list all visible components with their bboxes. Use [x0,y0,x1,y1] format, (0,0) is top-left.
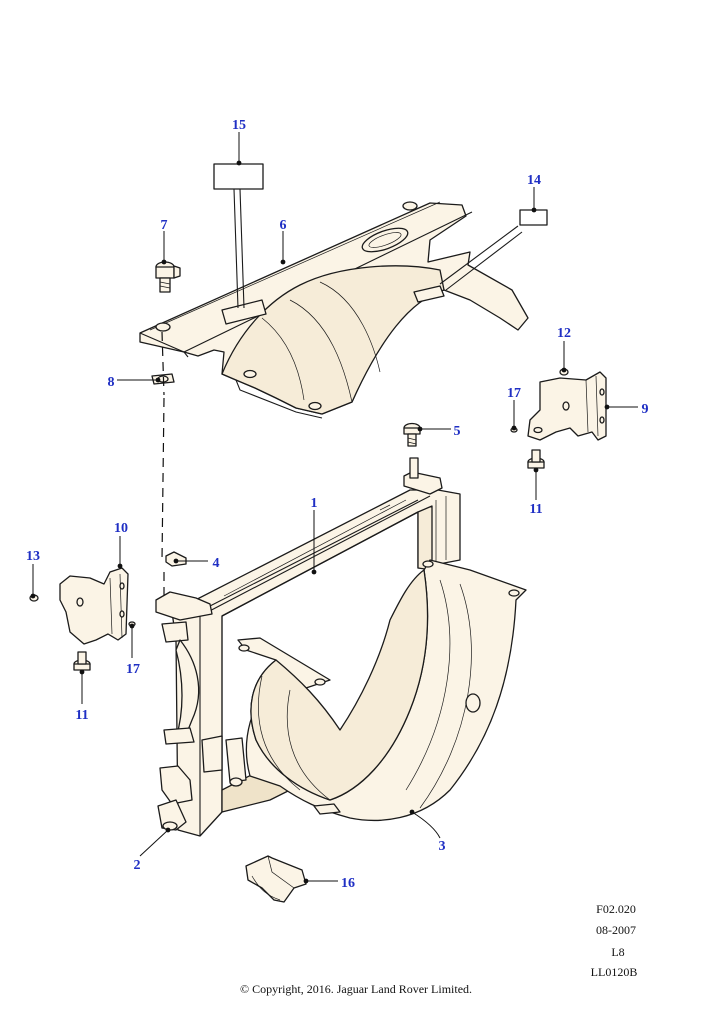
reference-date: 08-2007 [596,923,636,937]
callout-16: 16 [341,876,355,891]
callout-1: 1 [311,496,318,511]
copyright-notice: © Copyright, 2016. Jaguar Land Rover Lim… [240,982,472,996]
lower-fan-cowl [237,559,527,822]
callout-11-left: 11 [75,708,88,723]
callout-labels: 1 2 3 4 5 6 7 8 9 10 11 11 12 13 14 15 1… [26,118,649,891]
callout-9: 9 [642,402,649,417]
callout-2: 2 [134,858,141,873]
alignment-dashed-line [161,331,165,600]
callout-5: 5 [454,424,461,439]
reference-level: L8 [611,945,624,959]
upper-fan-cowl [139,201,529,419]
callout-17-right: 17 [507,386,521,401]
callout-11-right: 11 [529,502,542,517]
bracket-9 [527,371,607,441]
callout-7: 7 [161,218,168,233]
bracket-10 [59,567,129,645]
callout-8: 8 [108,375,115,390]
callout-4: 4 [213,556,220,571]
stud-11-right [527,449,545,469]
callout-17-left: 17 [126,662,140,677]
reference-code: F02.020 [596,902,636,916]
callout-15: 15 [232,118,246,133]
mounting-rubber-16 [245,855,307,903]
label-plate-15 [213,163,264,309]
callout-12: 12 [557,326,571,341]
callout-14: 14 [527,173,541,188]
screw-7 [155,261,181,293]
callout-13: 13 [26,549,40,564]
callout-3: 3 [439,839,446,854]
screw-5 [403,422,421,447]
callout-6: 6 [280,218,287,233]
drawing-id: LL0120B [591,965,638,979]
callout-10: 10 [114,521,128,536]
stud-11-left [73,651,91,671]
reference-block: F02.020 08-2007 L8 LL0120B [591,902,638,979]
leader-lines [30,132,638,884]
